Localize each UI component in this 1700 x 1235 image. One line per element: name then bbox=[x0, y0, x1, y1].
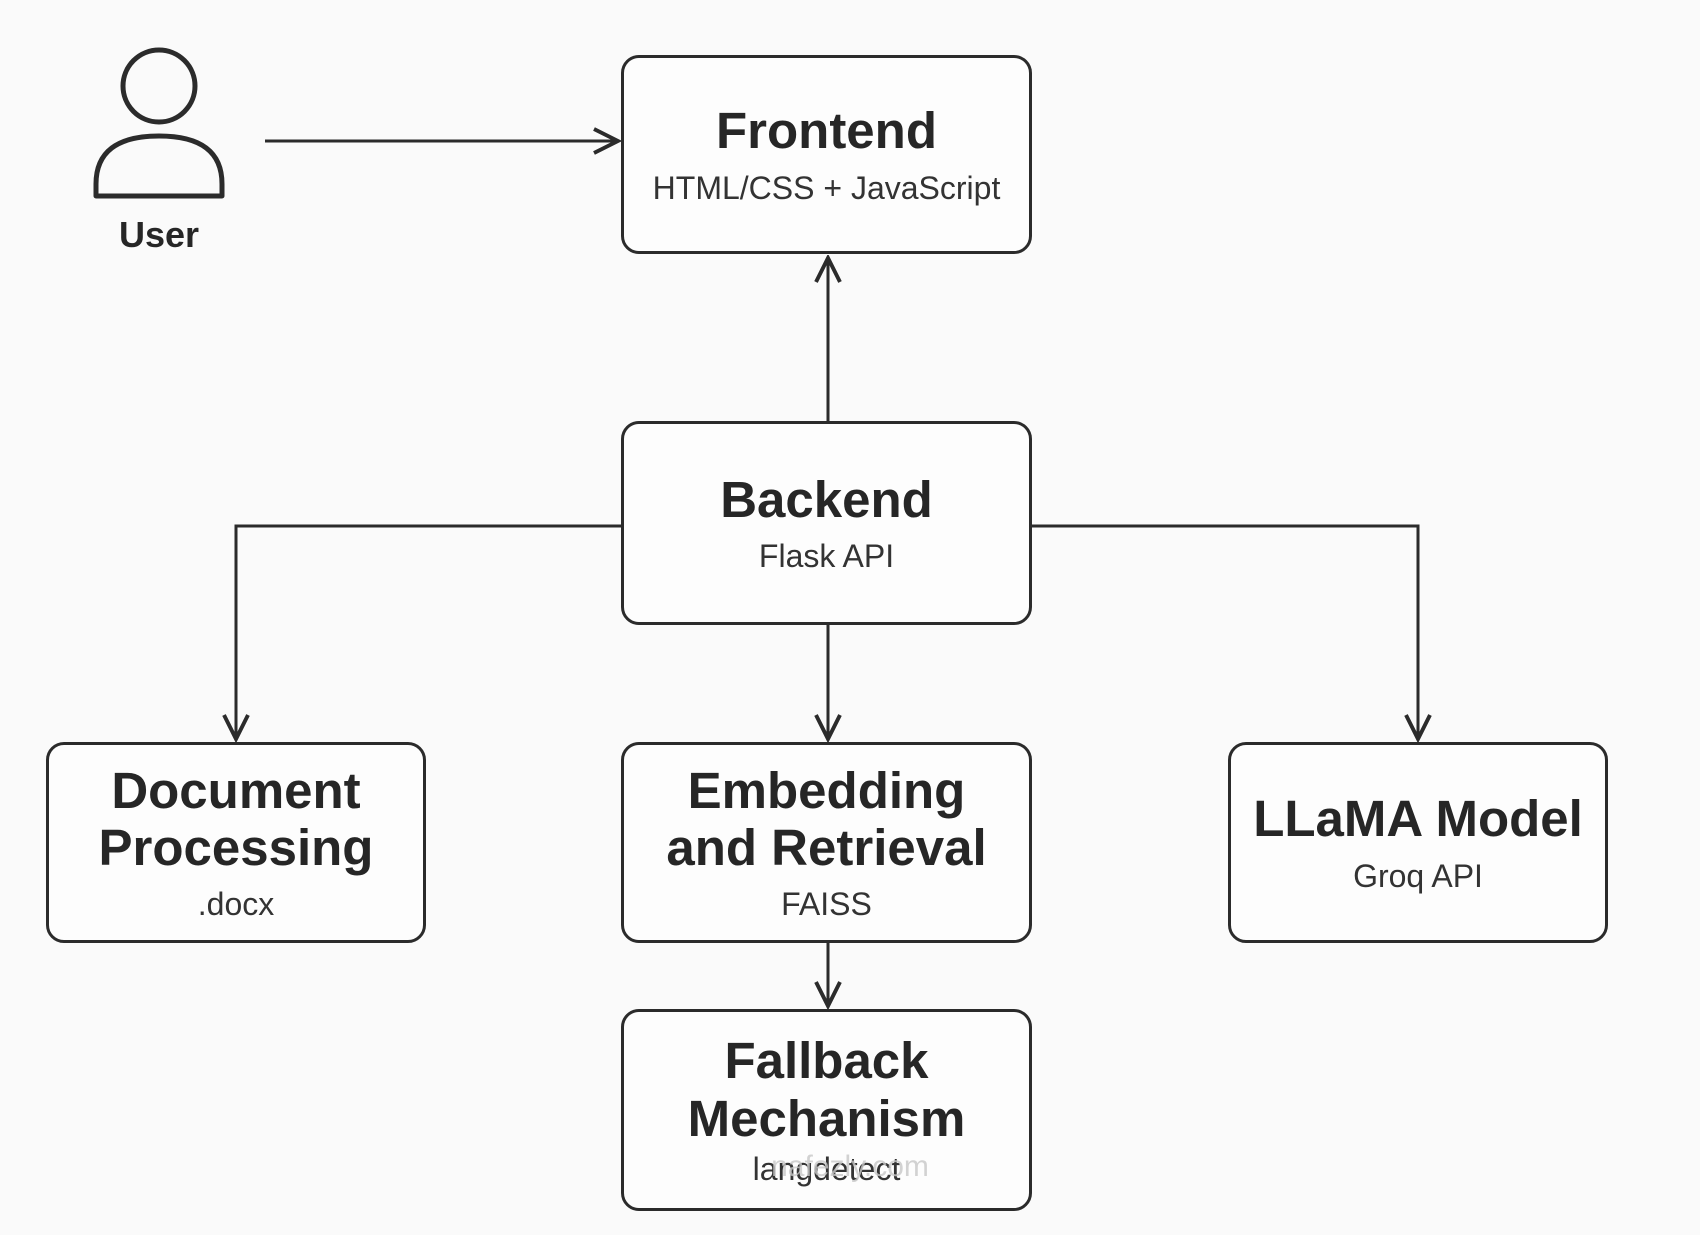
document-processing-subtitle: .docx bbox=[197, 886, 275, 923]
fallback-mechanism-title: Fallback Mechanism bbox=[687, 1032, 966, 1147]
frontend-title: Frontend bbox=[716, 102, 937, 160]
backend-box: Backend Flask API bbox=[621, 421, 1032, 625]
user-icon bbox=[93, 47, 225, 199]
embedding-retrieval-title: Embedding and Retrieval bbox=[666, 761, 987, 876]
edge-backend-to-llama bbox=[1032, 524, 1418, 739]
backend-subtitle: Flask API bbox=[758, 538, 895, 575]
fallback-mechanism-box: Fallback Mechanism langdetect bbox=[621, 1009, 1032, 1211]
embedding-retrieval-box: Embedding and Retrieval FAISS bbox=[621, 742, 1032, 943]
llama-model-title: LLaMA Model bbox=[1253, 790, 1583, 848]
llama-model-box: LLaMA Model Groq API bbox=[1228, 742, 1608, 943]
frontend-box: Frontend HTML/CSS + JavaScript bbox=[621, 55, 1032, 254]
frontend-subtitle: HTML/CSS + JavaScript bbox=[652, 169, 1001, 206]
backend-title: Backend bbox=[720, 470, 933, 528]
fallback-mechanism-subtitle: langdetect bbox=[752, 1150, 901, 1187]
embedding-retrieval-subtitle: FAISS bbox=[781, 886, 872, 923]
user-label: User bbox=[118, 214, 200, 255]
edge-backend-to-document-processing bbox=[236, 524, 621, 739]
watermark: nafezly.com bbox=[771, 1150, 929, 1183]
document-processing-title: Document Processing bbox=[98, 761, 374, 876]
llama-model-subtitle: Groq API bbox=[1353, 857, 1483, 894]
document-processing-box: Document Processing .docx bbox=[46, 742, 426, 943]
